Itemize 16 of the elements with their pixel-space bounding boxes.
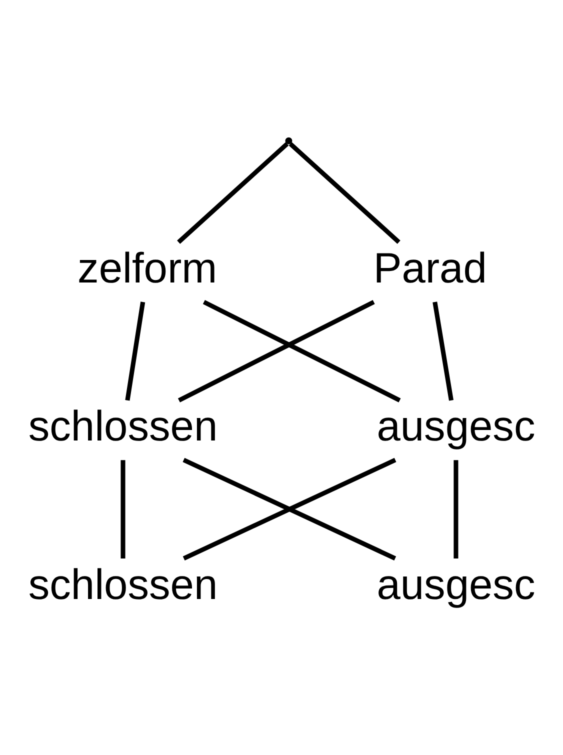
connector <box>182 457 396 560</box>
node-point <box>285 136 292 144</box>
node-text: zelform <box>78 244 218 292</box>
connector <box>202 299 401 402</box>
connector <box>432 301 454 400</box>
node-text: ausgesc <box>376 402 536 450</box>
connector <box>454 460 458 558</box>
node-text: ausgesc <box>376 560 536 608</box>
connector <box>120 460 126 558</box>
node-text: schlossen <box>28 560 218 608</box>
connector <box>288 142 400 244</box>
node-text: Parad <box>373 244 487 292</box>
node-text: schlossen <box>28 402 218 450</box>
connector <box>125 301 146 400</box>
connector <box>178 299 375 402</box>
connector <box>177 142 289 244</box>
